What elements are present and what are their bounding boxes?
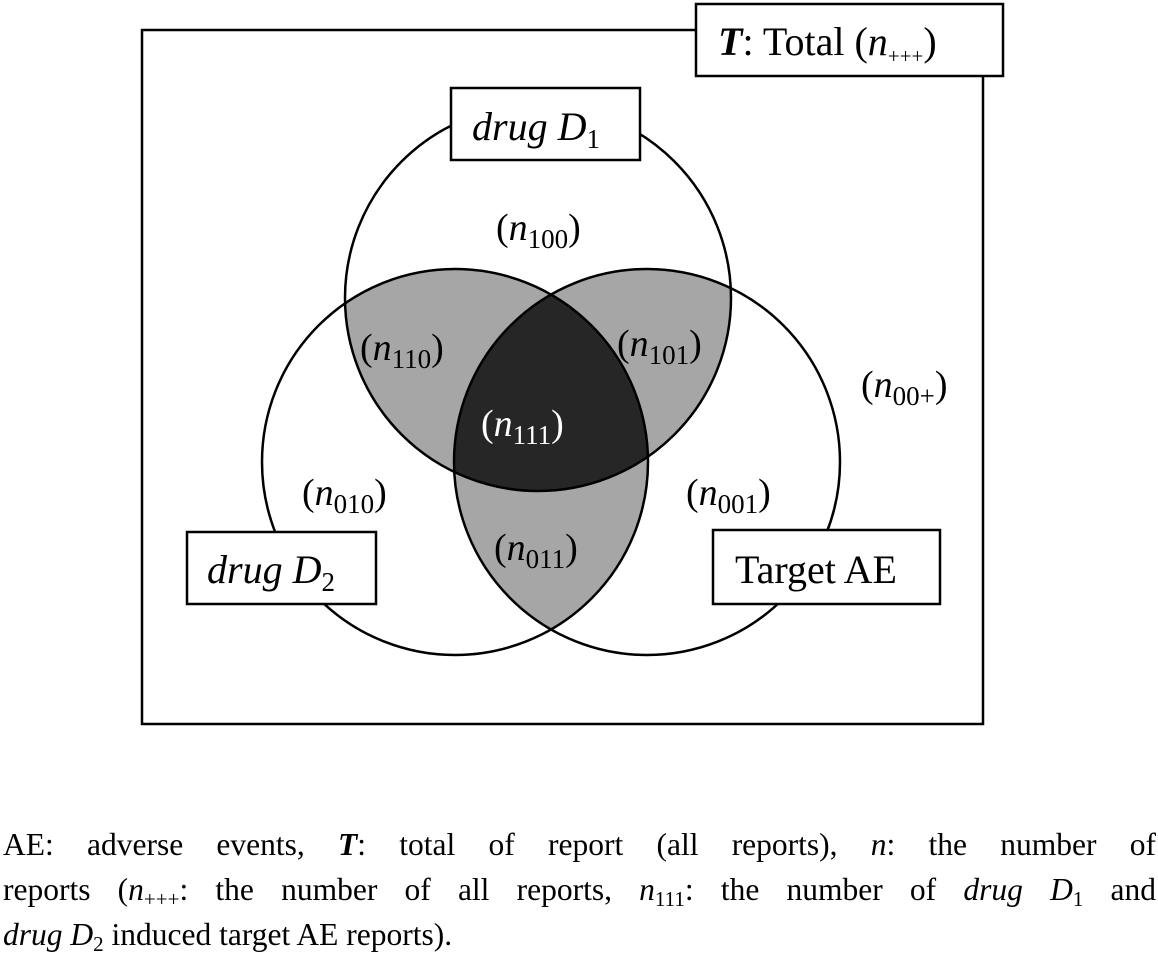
circle-drug-d2 [260, 267, 650, 657]
region-label-n00plus: (n00+) [861, 364, 948, 411]
region-label-n111: (n111) [481, 403, 564, 450]
drug-d1-var: D [557, 104, 587, 149]
circle-target-ae [452, 267, 842, 657]
target-ae-label: Target AE [735, 547, 897, 592]
total-label: T: Total (n+++) [718, 19, 937, 68]
total-close: ) [923, 19, 936, 64]
drug-d2-sub: 2 [321, 567, 335, 597]
region-label-n001: (n001) [686, 472, 771, 519]
region-label-n110: (n110) [360, 327, 444, 374]
drug-d1-sub: 1 [586, 124, 600, 154]
total-set-box [140, 28, 985, 726]
caption-line-2: reports (n+++: the number of all reports… [3, 872, 1157, 911]
region-label-n011: (n011) [494, 527, 578, 574]
region-label-n101: (n101) [617, 323, 702, 370]
caption-line-3: drug D2 induced target AE reports). [3, 917, 453, 956]
drug-d1-word: drug [472, 104, 558, 149]
region-label-n100: (n100) [496, 207, 581, 254]
drug-d2-word: drug [207, 547, 293, 592]
drug-d2-var: D [292, 547, 322, 592]
region-label-n010: (n010) [302, 472, 387, 519]
total-symbol: T [718, 19, 744, 64]
total-sub: +++ [888, 44, 924, 68]
target-ae-label-box [711, 528, 942, 606]
total-label-box [694, 2, 1005, 78]
venn-diagram: T: Total (n+++) drug D1 drug D2 Target A… [140, 2, 1005, 726]
drug-d2-label-box [185, 530, 378, 606]
drug-d1-label-box [449, 86, 642, 162]
caption-line-1: AE: adverse events, T: total of report (… [3, 827, 1156, 862]
total-text: : Total ( [742, 19, 867, 64]
drug-d1-label: drug D1 [472, 104, 600, 154]
total-var: n [868, 19, 888, 64]
drug-d2-label: drug D2 [207, 547, 335, 597]
figure-caption: AE: adverse events, T: total of report (… [3, 822, 1156, 957]
